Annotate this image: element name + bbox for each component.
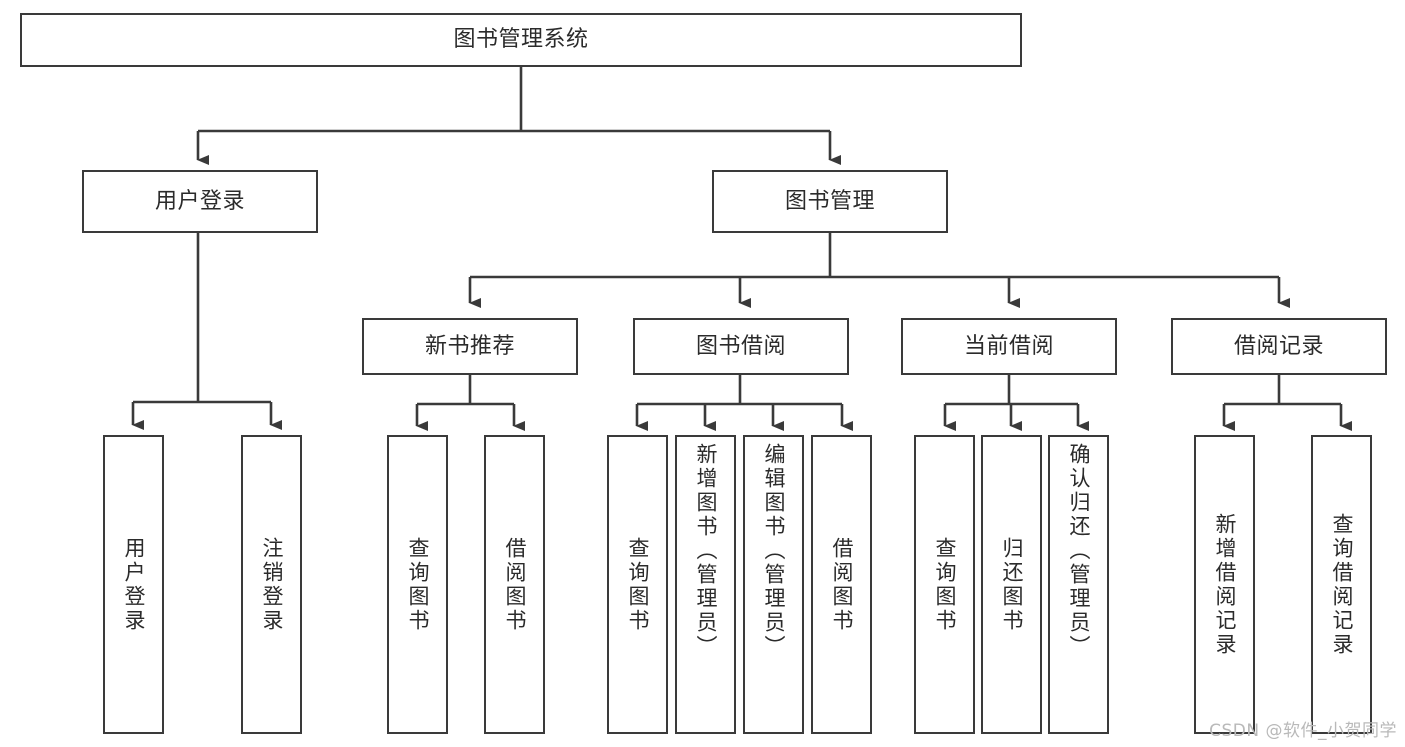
node-book-management[interactable]: 图书管理 — [712, 170, 948, 233]
leaf-book-borrow-edit-book-admin[interactable]: 编辑图书（管理员） — [743, 435, 804, 734]
node-label: 用户登录 — [122, 536, 146, 633]
leaf-book-borrow-query-book[interactable]: 查询图书 — [607, 435, 668, 734]
node-new-book-recommend[interactable]: 新书推荐 — [362, 318, 578, 375]
leaf-current-borrow-confirm-return-admin[interactable]: 确认归还（管理员） — [1048, 435, 1109, 734]
node-borrow-record[interactable]: 借阅记录 — [1171, 318, 1387, 375]
node-label: 查询图书 — [406, 536, 430, 633]
node-label: 新增借阅记录 — [1213, 512, 1237, 657]
leaf-current-borrow-query-book[interactable]: 查询图书 — [914, 435, 975, 734]
node-book-borrow[interactable]: 图书借阅 — [633, 318, 849, 375]
leaf-new-book-borrow-book[interactable]: 借阅图书 — [484, 435, 545, 734]
node-label: 注销登录 — [260, 536, 284, 633]
node-label: 图书管理系统 — [453, 27, 589, 53]
leaf-user-login-login[interactable]: 用户登录 — [103, 435, 164, 734]
node-label: 新增图书（管理员） — [694, 443, 718, 659]
node-current-borrow[interactable]: 当前借阅 — [901, 318, 1117, 375]
node-label: 用户登录 — [154, 188, 245, 214]
node-label: 借阅记录 — [1233, 333, 1324, 359]
node-label: 新书推荐 — [424, 333, 515, 359]
leaf-borrow-record-add-record[interactable]: 新增借阅记录 — [1194, 435, 1255, 734]
node-label: 编辑图书（管理员） — [762, 443, 786, 659]
node-root-system[interactable]: 图书管理系统 — [20, 13, 1022, 67]
leaf-book-borrow-borrow-book[interactable]: 借阅图书 — [811, 435, 872, 734]
node-label: 查询图书 — [626, 536, 650, 633]
leaf-current-borrow-return-book[interactable]: 归还图书 — [981, 435, 1042, 734]
node-label: 借阅图书 — [830, 536, 854, 633]
leaf-borrow-record-query-record[interactable]: 查询借阅记录 — [1311, 435, 1372, 734]
leaf-new-book-query-book[interactable]: 查询图书 — [387, 435, 448, 734]
leaf-book-borrow-add-book-admin[interactable]: 新增图书（管理员） — [675, 435, 736, 734]
node-label: 当前借阅 — [963, 333, 1054, 359]
node-label: 图书管理 — [784, 188, 875, 214]
node-label: 借阅图书 — [503, 536, 527, 633]
node-label: 归还图书 — [1000, 536, 1024, 633]
node-label: 确认归还（管理员） — [1067, 443, 1091, 659]
node-label: 图书借阅 — [695, 333, 786, 359]
watermark-text: CSDN @软件_小贺同学 — [1209, 721, 1397, 741]
leaf-user-login-logout[interactable]: 注销登录 — [241, 435, 302, 734]
node-label: 查询借阅记录 — [1330, 512, 1354, 657]
node-label: 查询图书 — [933, 536, 957, 633]
node-user-login[interactable]: 用户登录 — [82, 170, 318, 233]
